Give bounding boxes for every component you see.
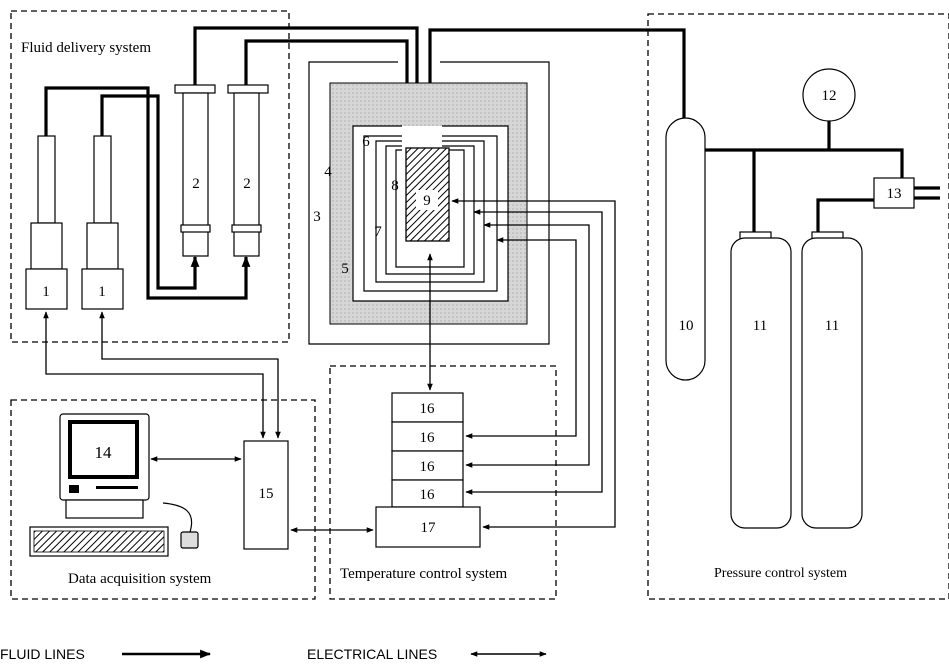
legend: FLUID LINES ELECTRICAL LINES xyxy=(0,646,547,662)
component-label-10: 10 xyxy=(679,318,694,334)
computer xyxy=(29,413,199,557)
component-label-3: 3 xyxy=(313,209,321,225)
legend-fluid-label: FLUID LINES xyxy=(0,646,85,662)
component-label-17: 17 xyxy=(421,520,437,536)
component-label-16: 16 xyxy=(420,459,436,475)
controller-16-b xyxy=(391,421,464,452)
fluid-delivery-boundary xyxy=(10,10,290,343)
fluid-delivery-title: Fluid delivery system xyxy=(21,40,151,56)
interface-15 xyxy=(243,440,289,550)
data-acquisition-title: Data acquisition system xyxy=(68,571,212,587)
component-label-11: 11 xyxy=(825,318,839,334)
component-labels: 1 1 2 2 3 4 5 6 7 8 9 10 11 11 12 13 14 … xyxy=(42,88,901,536)
separator-10 xyxy=(665,117,706,381)
component-label-6: 6 xyxy=(362,134,370,150)
component-label-13: 13 xyxy=(887,186,902,202)
component-label-7: 7 xyxy=(374,224,382,240)
component-label-16: 16 xyxy=(420,430,436,446)
controller-16-a xyxy=(391,392,464,423)
component-label-15: 15 xyxy=(259,486,274,502)
pump-1-right xyxy=(81,135,124,310)
gas-cylinder-11-right xyxy=(801,231,863,529)
component-label-14: 14 xyxy=(95,443,113,462)
pressure-control-boundary xyxy=(647,13,949,600)
pressure-gauge-12 xyxy=(802,68,856,122)
component-label-2: 2 xyxy=(192,176,200,192)
component-label-9: 9 xyxy=(423,193,431,209)
gas-cylinder-11-left xyxy=(730,231,792,529)
component-label-1: 1 xyxy=(42,284,50,300)
component-label-16: 16 xyxy=(420,401,436,417)
electrical-lines xyxy=(43,198,616,533)
cylinder-2-right xyxy=(227,84,269,257)
component-label-12: 12 xyxy=(822,88,837,104)
cylinder-2-left xyxy=(174,84,216,257)
pressure-control-title: Pressure control system xyxy=(714,566,847,581)
legend-electrical-label: ELECTRICAL LINES xyxy=(307,646,437,662)
component-label-16: 16 xyxy=(420,487,436,503)
mouse xyxy=(180,531,199,549)
temperature-control-title: Temperature control system xyxy=(340,566,508,582)
component-label-4: 4 xyxy=(324,164,332,180)
regulator-13 xyxy=(873,177,915,209)
component-label-2: 2 xyxy=(243,176,251,192)
component-label-8: 8 xyxy=(391,178,399,194)
component-label-5: 5 xyxy=(341,261,349,277)
temperature-control-boundary xyxy=(329,365,557,600)
pump-1-left xyxy=(25,135,68,310)
component-label-11: 11 xyxy=(753,318,767,334)
component-label-1: 1 xyxy=(98,284,106,300)
